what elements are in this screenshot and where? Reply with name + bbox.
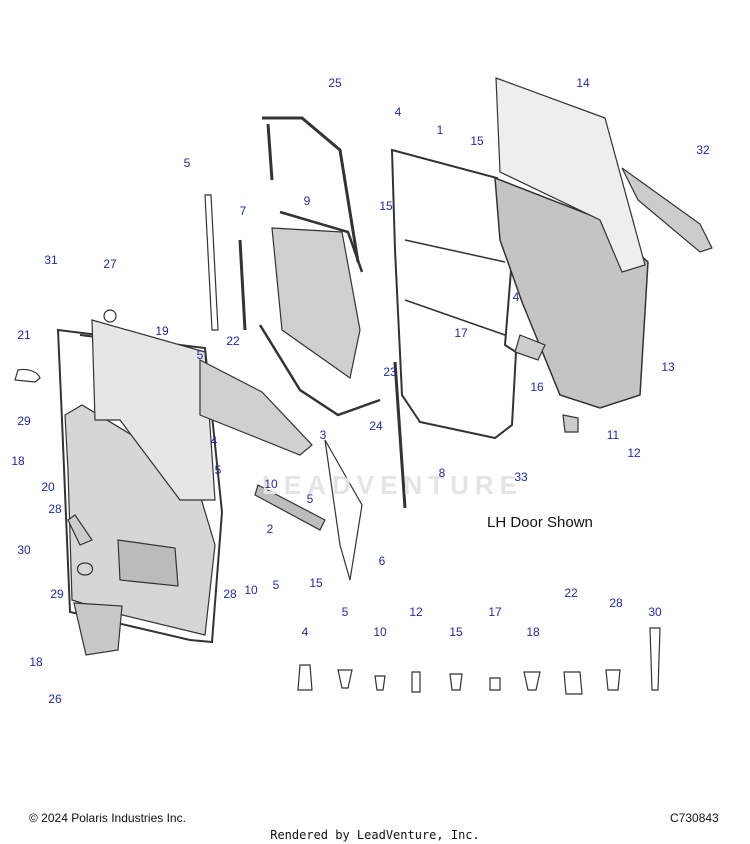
door-glass — [271, 227, 361, 380]
diagram-code: C730843 — [670, 811, 719, 825]
callout-9[interactable]: 9 — [303, 194, 311, 208]
hardware-label-4[interactable]: 4 — [301, 625, 309, 639]
latch — [562, 414, 579, 433]
hardware-label-15[interactable]: 15 — [449, 625, 463, 639]
callout-21[interactable]: 21 — [17, 328, 31, 342]
screw-17 — [489, 677, 501, 691]
door-trim-frame — [495, 77, 646, 273]
callout-26[interactable]: 26 — [48, 692, 62, 706]
hardware-label-5[interactable]: 5 — [341, 605, 349, 619]
callout-11[interactable]: 11 — [606, 428, 620, 442]
callout-27[interactable]: 27 — [103, 257, 117, 271]
callout-15[interactable]: 15 — [379, 199, 393, 213]
lh-door-shown-note: LH Door Shown — [487, 514, 593, 531]
callout-29[interactable]: 29 — [17, 414, 31, 428]
callout-28[interactable]: 28 — [223, 587, 237, 601]
callout-14[interactable]: 14 — [576, 76, 590, 90]
callout-24[interactable]: 24 — [369, 419, 383, 433]
callout-5[interactable]: 5 — [214, 463, 222, 477]
callout-5[interactable]: 5 — [183, 156, 191, 170]
copyright: © 2024 Polaris Industries Inc. — [29, 811, 186, 825]
callout-5[interactable]: 5 — [272, 578, 280, 592]
callout-23[interactable]: 23 — [383, 365, 397, 379]
trim-strip — [621, 167, 713, 253]
bolt-30 — [649, 627, 661, 691]
hardware-label-28[interactable]: 28 — [609, 596, 623, 610]
screw-15 — [449, 673, 463, 691]
callout-7[interactable]: 7 — [239, 204, 247, 218]
callout-22[interactable]: 22 — [226, 334, 240, 348]
hardware-label-10[interactable]: 10 — [373, 625, 387, 639]
callout-15[interactable]: 15 — [309, 576, 323, 590]
callout-3[interactable]: 3 — [319, 428, 327, 442]
hardware-label-18[interactable]: 18 — [526, 625, 540, 639]
callout-8[interactable]: 8 — [438, 466, 446, 480]
screw-5 — [337, 669, 353, 689]
callout-5[interactable]: 5 — [196, 348, 204, 362]
callout-5[interactable]: 5 — [306, 492, 314, 506]
clip-22 — [563, 671, 583, 695]
callout-31[interactable]: 31 — [44, 253, 58, 267]
clip-4 — [297, 664, 313, 691]
rendered-by: Rendered by LeadVenture, Inc. — [270, 828, 480, 842]
callout-33[interactable]: 33 — [514, 470, 528, 484]
hardware-label-22[interactable]: 22 — [564, 586, 578, 600]
regulator-bracket — [199, 359, 313, 456]
window-top-seal — [262, 116, 360, 263]
hardware-label-12[interactable]: 12 — [409, 605, 423, 619]
callout-18[interactable]: 18 — [29, 655, 43, 669]
callout-29[interactable]: 29 — [50, 587, 64, 601]
handle-bracket — [514, 334, 546, 361]
callout-16[interactable]: 16 — [530, 380, 544, 394]
callout-6[interactable]: 6 — [378, 554, 386, 568]
callout-13[interactable]: 13 — [661, 360, 675, 374]
screw-12 — [411, 671, 421, 693]
window-regulator — [324, 439, 363, 581]
callout-20[interactable]: 20 — [41, 480, 55, 494]
latch-rod — [204, 194, 219, 331]
callout-30[interactable]: 30 — [17, 543, 31, 557]
callout-4[interactable]: 4 — [394, 105, 402, 119]
hardware-label-30[interactable]: 30 — [648, 605, 662, 619]
screw-28 — [605, 669, 621, 691]
callout-28[interactable]: 28 — [48, 502, 62, 516]
hardware-label-17[interactable]: 17 — [488, 605, 502, 619]
push-rivet-18 — [523, 671, 541, 691]
callout-18[interactable]: 18 — [11, 454, 25, 468]
callout-17[interactable]: 17 — [454, 326, 468, 340]
callout-10[interactable]: 10 — [244, 583, 258, 597]
callout-4[interactable]: 4 — [512, 290, 520, 304]
callout-15[interactable]: 15 — [470, 134, 484, 148]
watermark: LEADVENTURE — [262, 470, 524, 500]
callout-4[interactable]: 4 — [210, 434, 218, 448]
callout-32[interactable]: 32 — [696, 143, 710, 157]
callout-2[interactable]: 2 — [266, 522, 274, 536]
belt-seal — [258, 324, 381, 417]
callout-10[interactable]: 10 — [264, 477, 278, 491]
lower-rail — [254, 484, 326, 531]
mount-bracket — [67, 514, 93, 546]
callout-19[interactable]: 19 — [155, 324, 169, 338]
map-pocket — [73, 602, 123, 656]
rear-channel — [393, 361, 407, 509]
callout-1[interactable]: 1 — [436, 123, 444, 137]
callout-25[interactable]: 25 — [328, 76, 342, 90]
screw-10 — [374, 675, 386, 691]
callout-12[interactable]: 12 — [627, 446, 641, 460]
